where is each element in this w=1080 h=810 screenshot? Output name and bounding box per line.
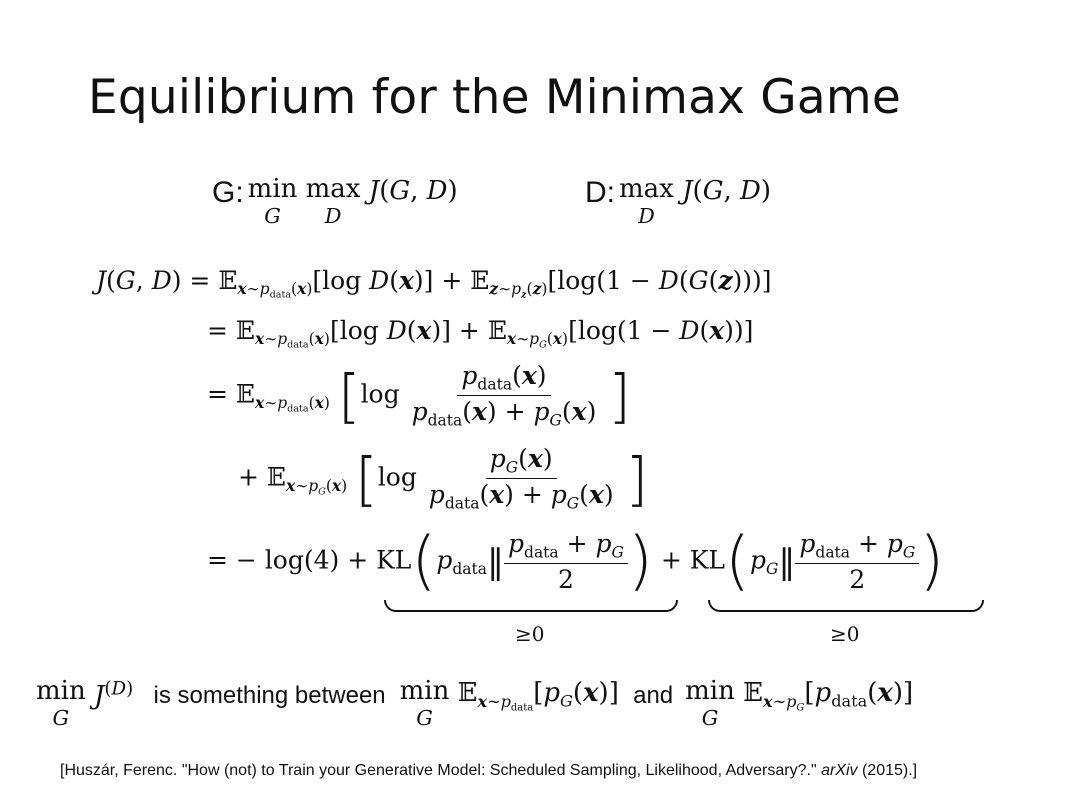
between-text: is something between <box>153 682 386 709</box>
citation: [Huszár, Ferenc. "How (not) to Train you… <box>60 762 917 780</box>
ge-zero-1: ≥0 <box>515 622 545 646</box>
g-label: G: <box>212 176 244 209</box>
equation-line-3: = 𝔼x∼pdata(x) [log pdata(x)pdata(x) + pG… <box>207 361 631 430</box>
slide-title: Equilibrium for the Minimax Game <box>88 70 901 125</box>
citation-pre: [Huszár, Ferenc. "How (not) to Train you… <box>60 762 822 779</box>
d-label: D: <box>585 176 615 209</box>
underbrace-kl-2 <box>708 600 984 612</box>
citation-post: (2015).] <box>857 762 918 779</box>
underbrace-kl-1 <box>384 600 678 612</box>
citation-journal: arXiv <box>821 762 858 779</box>
ge-zero-2: ≥0 <box>830 622 860 646</box>
and-text: and <box>633 682 674 709</box>
equation-line-2: = 𝔼x∼pdata(x)[log D(x)] + 𝔼x∼pG(x)[log(1… <box>207 316 754 351</box>
equation-line-1: J(G, D) = 𝔼x∼pdata(x)[log D(x)] + 𝔼z∼pz(… <box>96 266 772 301</box>
equation-line-4: + 𝔼x∼pG(x) [log pG(x)pdata(x) + pG(x) ] <box>238 444 649 513</box>
